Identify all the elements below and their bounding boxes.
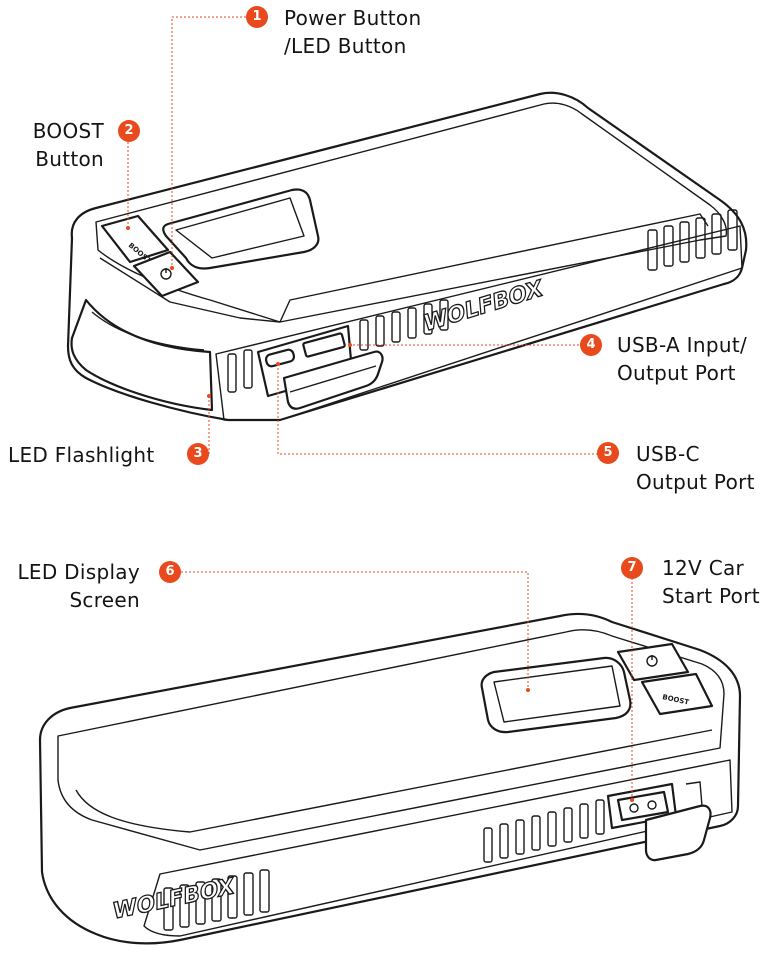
top-device-view: BOOST WOLFBOX	[66, 91, 748, 422]
callout-label-led-flashlight: LED Flashlight	[8, 443, 155, 467]
bottom-display-screen	[480, 656, 632, 734]
callout-label-power-button: Power Button/LED Button	[284, 6, 422, 58]
bottom-boost-button: BOOST	[640, 672, 714, 716]
top-side-vents	[227, 209, 738, 393]
bottom-port-cover	[644, 804, 712, 862]
top-power-button	[132, 250, 200, 298]
callout-badge-3: 3	[187, 443, 209, 465]
leader-lines	[126, 16, 634, 802]
device-body-top	[66, 91, 748, 422]
bottom-12v-port	[606, 781, 712, 862]
callout-badge-1: 1	[246, 6, 268, 28]
callout-badge-5: 5	[597, 442, 619, 464]
callout-badge-7: 7	[621, 557, 643, 579]
top-port-area	[256, 324, 384, 410]
bottom-device-view: BOOST WOLFBOX	[38, 612, 742, 945]
callout-badge-2: 2	[118, 120, 140, 142]
callout-label-usb-a-port: USB-A Input/Output Port	[617, 333, 747, 385]
callout-badge-6: 6	[159, 561, 181, 583]
bottom-power-button	[616, 642, 690, 682]
top-display-screen	[162, 188, 320, 270]
top-usb-a-port	[302, 332, 346, 358]
top-port-cover	[282, 350, 384, 410]
bottom-side-vents	[163, 799, 605, 931]
callout-badge-4: 4	[580, 334, 602, 356]
top-usb-c-port	[264, 348, 296, 368]
top-boost-button: BOOST	[100, 214, 170, 265]
